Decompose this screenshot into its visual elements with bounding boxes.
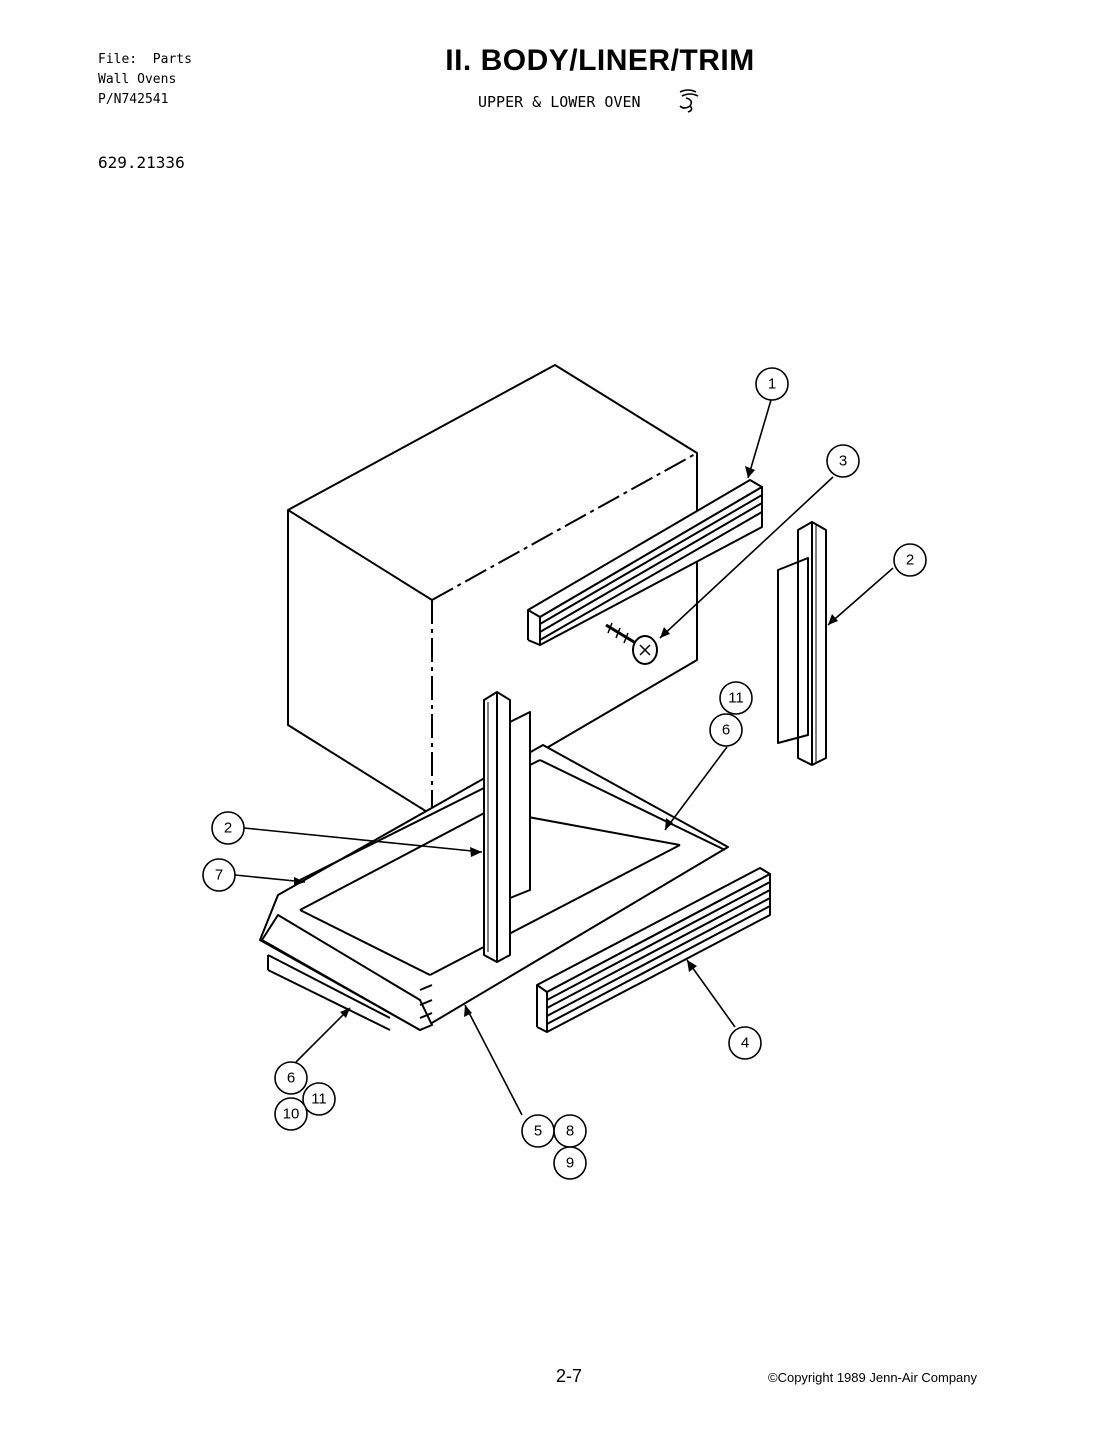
page-title: II. BODY/LINER/TRIM [445, 44, 755, 77]
leader-lines [234, 399, 894, 1116]
file-line: File: Parts [98, 52, 192, 67]
leader-arrowheads [294, 466, 838, 1018]
callout-5: 5 [534, 1123, 542, 1140]
part-number-line: P/N742541 [98, 92, 169, 107]
callout-10: 10 [283, 1106, 300, 1123]
callout-3: 3 [839, 453, 847, 470]
oven-body [287, 364, 698, 816]
callout-8: 8 [566, 1123, 574, 1140]
callout-7: 7 [215, 867, 223, 884]
callout-2-left: 2 [224, 820, 232, 837]
callout-6-lower: 6 [287, 1070, 295, 1087]
upper-trim-rail [527, 479, 763, 646]
callout-circles [202, 367, 927, 1180]
callout-4: 4 [741, 1035, 749, 1052]
screw [605, 622, 658, 665]
callout-11-lower: 11 [311, 1091, 327, 1108]
model-number: 629.21336 [98, 153, 185, 172]
trademark-logo-icon [679, 89, 699, 113]
callout-2-right: 2 [906, 552, 914, 569]
callout-6-upper: 6 [722, 722, 730, 739]
category-line: Wall Ovens [98, 72, 177, 87]
callout-9: 9 [566, 1155, 574, 1172]
page-subtitle: UPPER & LOWER OVEN [478, 93, 641, 111]
callout-1: 1 [768, 376, 776, 393]
lower-trim-rail [536, 867, 771, 1033]
callout-11-upper: 11 [728, 690, 744, 707]
right-side-trim [777, 521, 827, 766]
page-number: 2-7 [556, 1366, 583, 1386]
left-side-trim [483, 691, 531, 963]
copyright-notice: ©Copyright 1989 Jenn-Air Company [768, 1370, 978, 1385]
